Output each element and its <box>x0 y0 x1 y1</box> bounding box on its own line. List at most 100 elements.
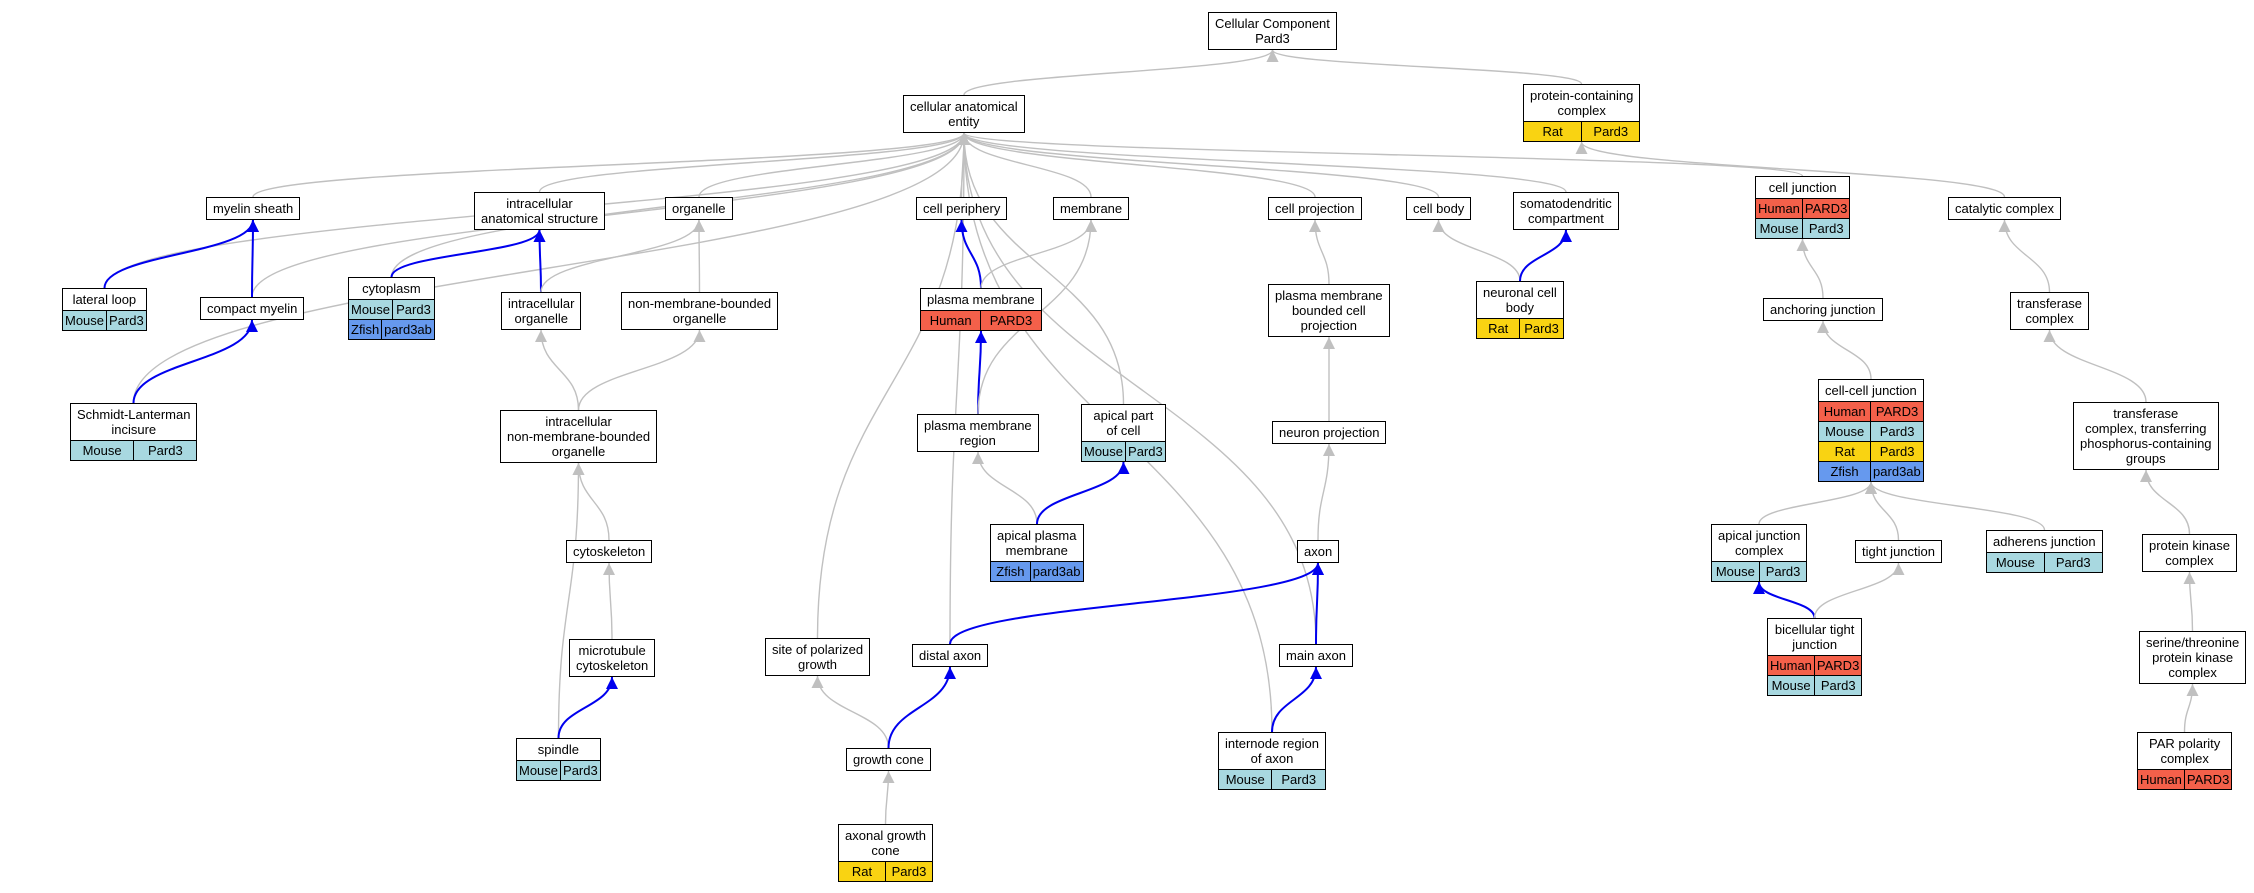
go-node-root: Cellular Component Pard3 <box>1208 12 1337 50</box>
species-cell: Rat <box>1819 442 1871 461</box>
node-label: transferase complex, transferring phosph… <box>2080 406 2212 466</box>
gene-cell: PARD3 <box>1813 656 1862 675</box>
gene-cell: Pard3 <box>392 300 434 319</box>
node-label: growth cone <box>853 752 924 767</box>
edge-organelle-to-cae <box>698 132 970 198</box>
species-cell: Human <box>1768 656 1814 675</box>
edge-slincisure-to-cae <box>132 132 970 404</box>
gene-cell: PARD3 <box>1870 402 1923 421</box>
edge-mainaxon-to-cae <box>958 132 1317 645</box>
node-label: site of polarized growth <box>772 642 864 672</box>
node-label: anchoring junction <box>1770 302 1876 317</box>
node-label: cell periphery <box>923 201 1001 216</box>
edge-btj-to-ajc <box>1753 581 1816 619</box>
node-label: bicellular tight junction <box>1774 622 1855 652</box>
gene-cell: pard3ab <box>381 320 434 339</box>
go-node-pmbcp: plasma membrane bounded cell projection <box>1268 284 1390 337</box>
node-label: plasma membrane region <box>924 418 1032 448</box>
edge-slincisure-to-compact <box>132 319 258 404</box>
go-node-tight: tight junction <box>1855 540 1942 563</box>
go-node-mainaxon: main axon <box>1279 644 1353 667</box>
edge-ncb-to-cellbody <box>1432 219 1521 282</box>
species-cell: Mouse <box>1712 562 1759 581</box>
node-label: cytoplasm <box>362 281 421 296</box>
species-cell: Human <box>921 311 981 330</box>
gene-cell: Pard3 <box>106 311 146 330</box>
node-label: intracellular anatomical structure <box>481 196 599 226</box>
node-label: PAR polarity complex <box>2149 736 2221 766</box>
go-node-tcpg: transferase complex, transferring phosph… <box>2073 402 2219 470</box>
edge-anchor-to-celljunc <box>1796 238 1824 299</box>
go-node-organelle: organelle <box>665 197 733 220</box>
gene-cell: Pard3 <box>560 761 600 780</box>
edge-myelin-to-cae <box>252 132 970 198</box>
species-cell: Zfish <box>1819 462 1871 481</box>
node-label: serine/threonine protein kinase complex <box>2146 635 2240 680</box>
edge-ccjunc-to-anchor <box>1817 320 1872 380</box>
go-node-inmbo: intracellular non-membrane-bounded organ… <box>500 410 658 463</box>
node-label: transferase complex <box>2017 296 2083 326</box>
edge-plasmamem-to-cellper <box>955 219 982 289</box>
edge-distal-to-axon <box>949 562 1324 645</box>
edge-btj-to-tight <box>1813 562 1905 619</box>
edge-par-to-stpk <box>2183 683 2199 733</box>
node-label: organelle <box>672 201 726 216</box>
go-node-spg: site of polarized growth <box>765 638 871 676</box>
node-label: Cellular Component Pard3 <box>1215 16 1330 46</box>
species-cell: Mouse <box>349 300 393 319</box>
node-label: axon <box>1304 544 1333 559</box>
go-node-pkc: protein kinase complex <box>2142 534 2237 572</box>
node-label: neuronal cell body <box>1483 285 1557 315</box>
go-node-axon: axon <box>1297 540 1340 563</box>
edge-apm-to-pmregion <box>972 451 1038 525</box>
gene-cell: Pard3 <box>1814 676 1862 695</box>
go-node-ias: intracellular anatomical structure <box>474 192 606 230</box>
edge-intraorg-to-organelle <box>540 219 705 293</box>
node-label: main axon <box>1286 648 1346 663</box>
node-label: axonal growth cone <box>845 828 926 858</box>
gene-cell: Pard3 <box>133 441 197 460</box>
go-node-transfer: transferase complex <box>2010 292 2090 330</box>
species-cell: Rat <box>1524 122 1582 141</box>
species-cell: Zfish <box>991 562 1030 581</box>
edge-internode-to-mainaxon <box>1271 666 1322 733</box>
node-label: spindle <box>537 742 579 757</box>
edge-intraorg-to-ias <box>533 229 546 293</box>
gene-cell: Pard3 <box>1125 442 1165 461</box>
edge-mainaxon-to-axon <box>1311 562 1324 645</box>
gene-cell: Pard3 <box>1870 422 1923 441</box>
gene-cell: pard3ab <box>1029 562 1083 581</box>
species-cell: Rat <box>1477 319 1520 338</box>
edge-celljunc-to-cae <box>958 132 1804 177</box>
edge-pcc-to-root <box>1266 49 1583 85</box>
edge-inmbo-to-nmbo <box>577 329 706 411</box>
node-label: cellular anatomical entity <box>910 99 1018 129</box>
go-node-catcomp: catalytic complex <box>1948 197 2061 220</box>
gene-cell: Pard3 <box>1519 319 1563 338</box>
node-label: plasma membrane bounded cell projection <box>1275 288 1383 333</box>
edge-axon-to-neuronproj <box>1317 443 1335 541</box>
node-label: protein kinase complex <box>2149 538 2230 568</box>
node-label: intracellular organelle <box>508 296 575 326</box>
species-cell: Mouse <box>71 441 134 460</box>
species-cell: Zfish <box>349 320 382 339</box>
edge-compact-to-myelin <box>246 219 259 298</box>
